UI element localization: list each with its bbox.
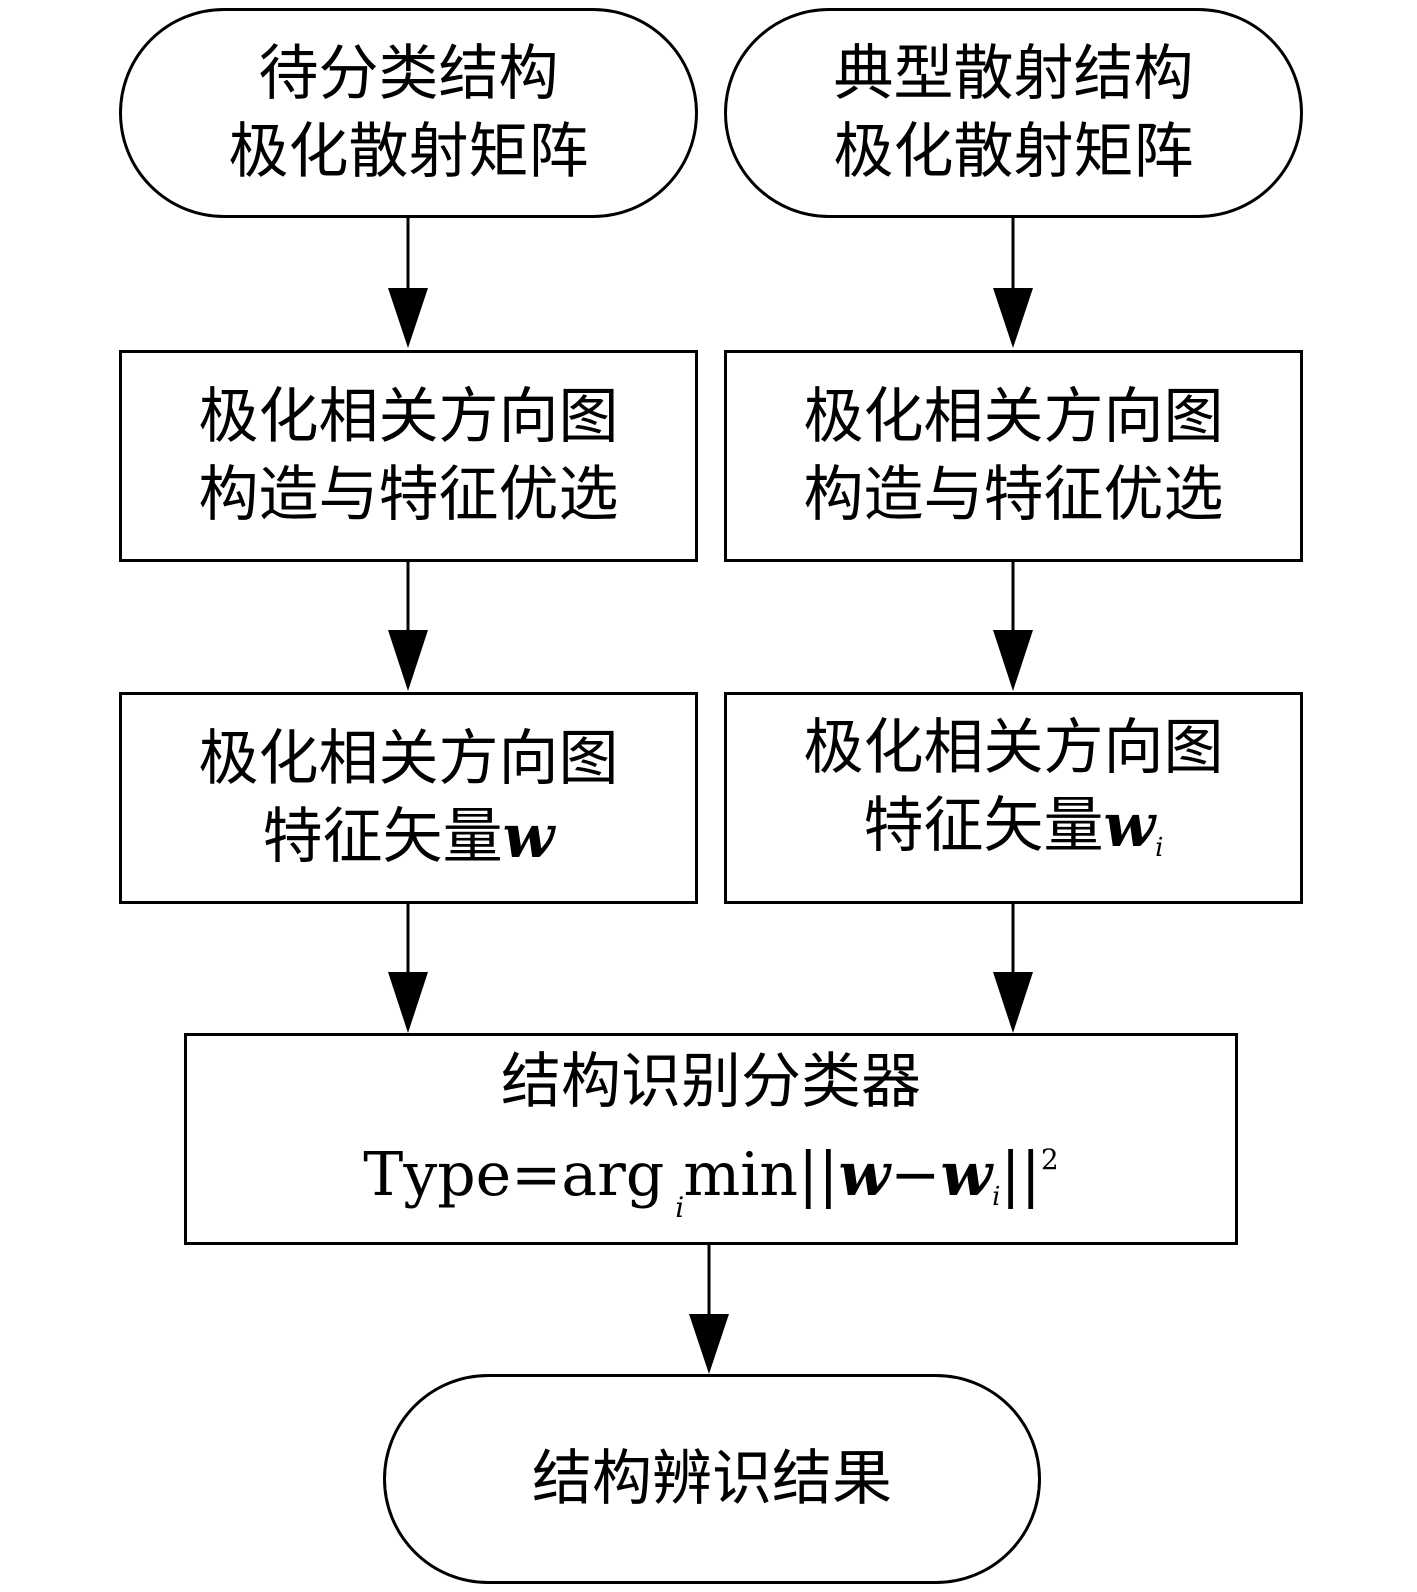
construct-right-box: 极化相关方向图 构造与特征优选: [724, 350, 1303, 562]
formula-vec-a: w: [838, 1139, 891, 1210]
feature-left-box: 极化相关方向图 特征矢量w: [119, 692, 698, 904]
feature-vector-w: w: [502, 802, 555, 872]
formula-prefix: Type=: [363, 1139, 562, 1210]
input-typical-terminator: 典型散射结构 极化散射矩阵: [724, 8, 1303, 218]
node-line: 极化相关方向图: [803, 713, 1224, 783]
construct-left-box: 极化相关方向图 构造与特征优选: [119, 350, 698, 562]
node-line: 极化相关方向图: [198, 724, 619, 794]
node-line: 极化散射矩阵: [833, 117, 1194, 187]
arrowhead: [993, 630, 1033, 691]
node-line: 极化相关方向图: [803, 382, 1224, 452]
feature-label: 特征矢量: [262, 802, 503, 872]
node-line: 典型散射结构: [833, 39, 1194, 109]
arrowhead: [993, 972, 1033, 1033]
arrowhead: [388, 972, 428, 1033]
feature-vector-wi: w: [1103, 791, 1156, 861]
result-label: 结构辨识结果: [532, 1444, 892, 1514]
input-unclassified-terminator: 待分类结构 极化散射矩阵: [119, 8, 698, 218]
node-line: 待分类结构: [258, 39, 559, 109]
node-line: 特征矢量w: [263, 798, 555, 876]
arrowhead: [388, 288, 428, 348]
node-line: 构造与特征优选: [803, 460, 1224, 530]
feature-right-box: 极化相关方向图 特征矢量wi: [724, 692, 1303, 904]
result-terminator: 结构辨识结果: [383, 1374, 1041, 1584]
formula-norm-close: ||: [1000, 1139, 1041, 1210]
feature-label: 特征矢量: [863, 791, 1104, 861]
formula-minus: −: [890, 1139, 941, 1210]
formula-norm-open: ||: [798, 1139, 839, 1210]
formula-operator: arg min: [561, 1139, 799, 1210]
classifier-title: 结构识别分类器: [501, 1046, 921, 1117]
node-line: 构造与特征优选: [198, 460, 619, 530]
vector-subscript: i: [1155, 833, 1164, 863]
node-line: 特征矢量wi: [864, 787, 1164, 887]
arrowhead: [689, 1314, 729, 1374]
formula-operator-subscript: i: [675, 1190, 685, 1224]
formula-exponent: 2: [1040, 1142, 1059, 1176]
arrowhead: [993, 288, 1033, 348]
formula-vec-b-subscript: i: [992, 1181, 1001, 1212]
node-line: 极化相关方向图: [198, 382, 619, 452]
arrowhead: [388, 630, 428, 691]
formula-vec-b: w: [940, 1139, 993, 1210]
node-line: 极化散射矩阵: [228, 117, 589, 187]
